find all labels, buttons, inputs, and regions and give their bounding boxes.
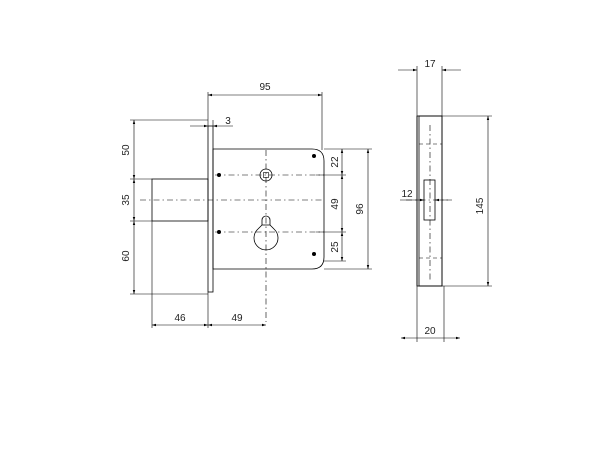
screw-hole-top-right <box>312 154 316 158</box>
front-view: 95 3 50 35 60 46 49 22 49 25 96 <box>121 82 372 328</box>
dim-label-60: 60 <box>121 250 132 262</box>
mounting-plate <box>207 125 214 293</box>
dim-label-12: 12 <box>401 189 413 200</box>
side-body <box>418 115 443 287</box>
side-view: 17 12 145 20 <box>398 59 492 342</box>
keyhole <box>253 224 279 251</box>
dim-label-35: 35 <box>121 194 132 206</box>
dim-label-49-holes: 49 <box>330 198 341 210</box>
dim-label-3: 3 <box>225 116 231 127</box>
dim-label-96: 96 <box>355 203 366 215</box>
spindle-hole <box>259 168 273 182</box>
screw-hole-top-left <box>217 173 221 177</box>
dim-label-145: 145 <box>475 197 486 214</box>
lock-body <box>212 148 325 270</box>
spindle-square <box>263 172 269 178</box>
dim-label-22: 22 <box>330 156 341 168</box>
dim-label-95: 95 <box>259 82 271 93</box>
dim-label-20: 20 <box>424 326 436 337</box>
dim-label-50: 50 <box>121 144 132 156</box>
faceplate <box>416 115 443 287</box>
dim-label-17: 17 <box>424 59 436 70</box>
screw-hole-bottom-left <box>217 230 221 234</box>
dim-label-25: 25 <box>330 241 341 253</box>
dim-label-49-backset: 49 <box>231 313 243 324</box>
screw-hole-bottom-right <box>312 252 316 256</box>
dim-label-46: 46 <box>174 313 186 324</box>
